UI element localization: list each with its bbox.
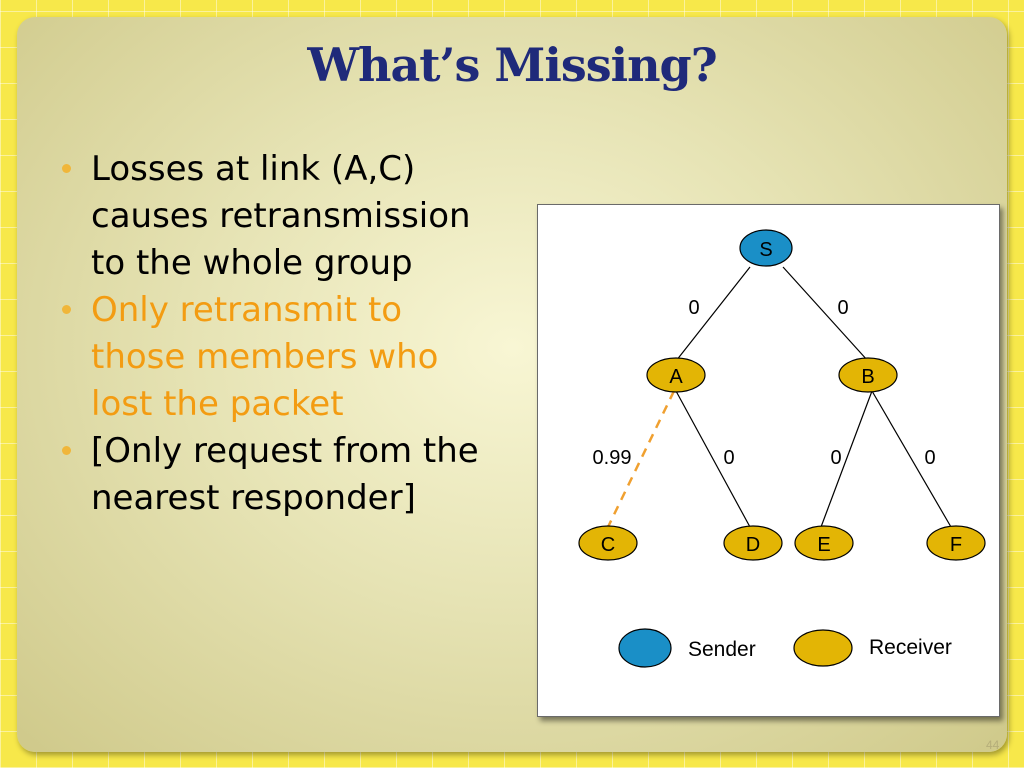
legend: Sender Receiver [618,628,952,668]
loss-label-B-E: 0 [830,447,841,469]
node-A-receiver: A [646,357,706,393]
legend-sender-swatch [618,628,672,668]
node-label-D: D [746,534,760,556]
node-F-receiver: F [926,525,986,561]
legend-receiver-label: Receiver [869,636,952,659]
tree-svg: 0 0 0.99 0 0 0 S A B C D E [578,229,986,668]
bullet-item-highlighted: Only retransmit to those members who los… [62,287,502,428]
node-S-sender: S [739,229,793,267]
link-S-B [782,266,869,362]
link-A-D [675,390,751,528]
loss-label-A-C: 0.99 [593,447,632,469]
node-label-C: C [601,534,615,556]
loss-label-A-D: 0 [723,447,734,469]
legend-receiver-swatch [793,629,853,667]
bullet-text: Only retransmit to those members who los… [91,290,439,424]
bullet-text: Losses at link (A,C) causes retransmissi… [91,149,471,283]
node-label-E: E [817,534,830,556]
node-label-B: B [861,366,874,388]
bullet-item: Losses at link (A,C) causes retransmissi… [62,146,502,287]
bullet-dot-icon [62,164,71,173]
multicast-tree-diagram: 0 0 0.99 0 0 0 S A B C D E [537,204,1000,717]
node-C-receiver: C [578,525,638,561]
slide-title: What’s Missing? [307,38,717,92]
legend-sender-label: Sender [688,638,756,661]
node-label-S: S [759,239,772,261]
bullet-dot-icon [62,305,71,314]
link-B-F [871,390,952,528]
loss-label-S-A: 0 [688,297,699,319]
node-D-receiver: D [723,525,783,561]
bullet-dot-icon [62,446,71,455]
loss-label-B-F: 0 [924,447,935,469]
link-S-A [675,266,751,362]
node-label-A: A [669,366,683,388]
node-B-receiver: B [838,357,898,393]
loss-label-S-B: 0 [837,297,848,319]
bullet-text: [Only request from the nearest responder… [91,431,479,518]
page-number: 44 [986,738,1000,752]
node-label-F: F [950,534,962,556]
node-E-receiver: E [794,525,854,561]
link-B-E [820,390,873,528]
bullet-item: [Only request from the nearest responder… [62,428,502,522]
bullet-list: Losses at link (A,C) causes retransmissi… [62,146,502,522]
